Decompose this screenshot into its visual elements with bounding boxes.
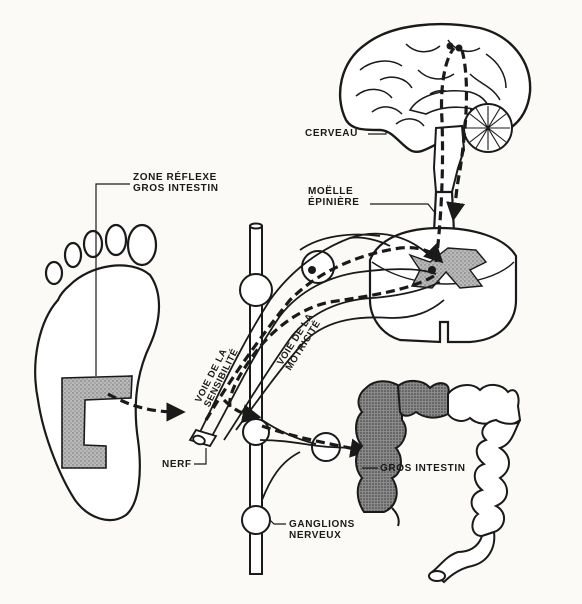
leader-moelle	[370, 203, 437, 215]
pathway-sensory	[204, 243, 444, 421]
toe-4	[63, 241, 83, 269]
sympathetic-trunk	[239, 222, 341, 575]
large-intestine	[355, 380, 522, 584]
pathway-motor	[228, 274, 435, 409]
cord-section	[368, 226, 518, 344]
label-moelle-epiniere: MOËLLE ÉPINIÈRE	[308, 186, 359, 208]
rectum-opening	[428, 570, 446, 582]
brainstem	[432, 124, 466, 193]
label-zone-reflexe-line1: ZONE RÉFLEXE	[133, 172, 217, 183]
leader-zone-reflexe	[95, 183, 130, 376]
pathway-to-ganglion	[222, 398, 262, 424]
label-moelle-line1: MOËLLE	[308, 186, 354, 197]
leader-lines	[95, 130, 437, 525]
colon-transverse-light	[447, 384, 522, 426]
label-ganglions-line2: NERVEUX	[289, 530, 342, 541]
toe-5	[44, 260, 64, 286]
label-moelle-line2: ÉPINIÈRE	[308, 197, 360, 208]
label-gros-intestin: GROS INTESTIN	[380, 463, 466, 474]
label-zone-reflexe-line2: GROS INTESTIN	[133, 183, 219, 194]
label-cerveau-text: CERVEAU	[305, 128, 358, 139]
colon-transverse-dark	[396, 380, 450, 419]
nerve-fibers	[199, 232, 445, 501]
cerebellum-folds	[466, 106, 510, 150]
cord-top-face	[371, 261, 515, 285]
label-ganglions-line1: GANGLIONS	[289, 519, 355, 530]
toe-big	[126, 223, 158, 267]
leader-ganglions	[269, 519, 286, 525]
brain	[338, 22, 532, 193]
toe-2	[104, 223, 128, 257]
colon-descending	[470, 418, 521, 538]
pathway-ascending	[434, 46, 456, 263]
label-gros-intestin-text: GROS INTESTIN	[380, 463, 466, 474]
appendix	[391, 507, 400, 527]
ganglion-upper	[239, 273, 273, 307]
toe-3	[82, 229, 104, 259]
foot	[34, 223, 160, 522]
label-zone-reflexe: ZONE RÉFLEXE GROS INTESTIN	[133, 172, 219, 194]
reflex-zone-colon	[61, 375, 133, 469]
spinal-cord	[368, 190, 518, 344]
cord-column	[432, 190, 456, 234]
label-ganglions-nerveux: GANGLIONS NERVEUX	[289, 519, 355, 541]
synapse-dots	[308, 42, 463, 274]
nerve-pathways	[107, 46, 469, 458]
colon-sigmoid	[430, 530, 496, 584]
ganglion-lower	[241, 505, 271, 535]
pathway-to-colon	[261, 424, 370, 458]
pathway-foot-to-nerve	[107, 392, 186, 422]
corpus-callosum	[408, 90, 489, 116]
nerve-cut-end	[188, 428, 218, 448]
colon-ascending	[355, 380, 407, 513]
leader-nerf	[194, 448, 207, 465]
label-cerveau: CERVEAU	[305, 128, 358, 139]
label-nerf: NERF	[162, 459, 192, 470]
leader-cerveau	[368, 130, 387, 135]
label-nerf-text: NERF	[162, 459, 192, 470]
